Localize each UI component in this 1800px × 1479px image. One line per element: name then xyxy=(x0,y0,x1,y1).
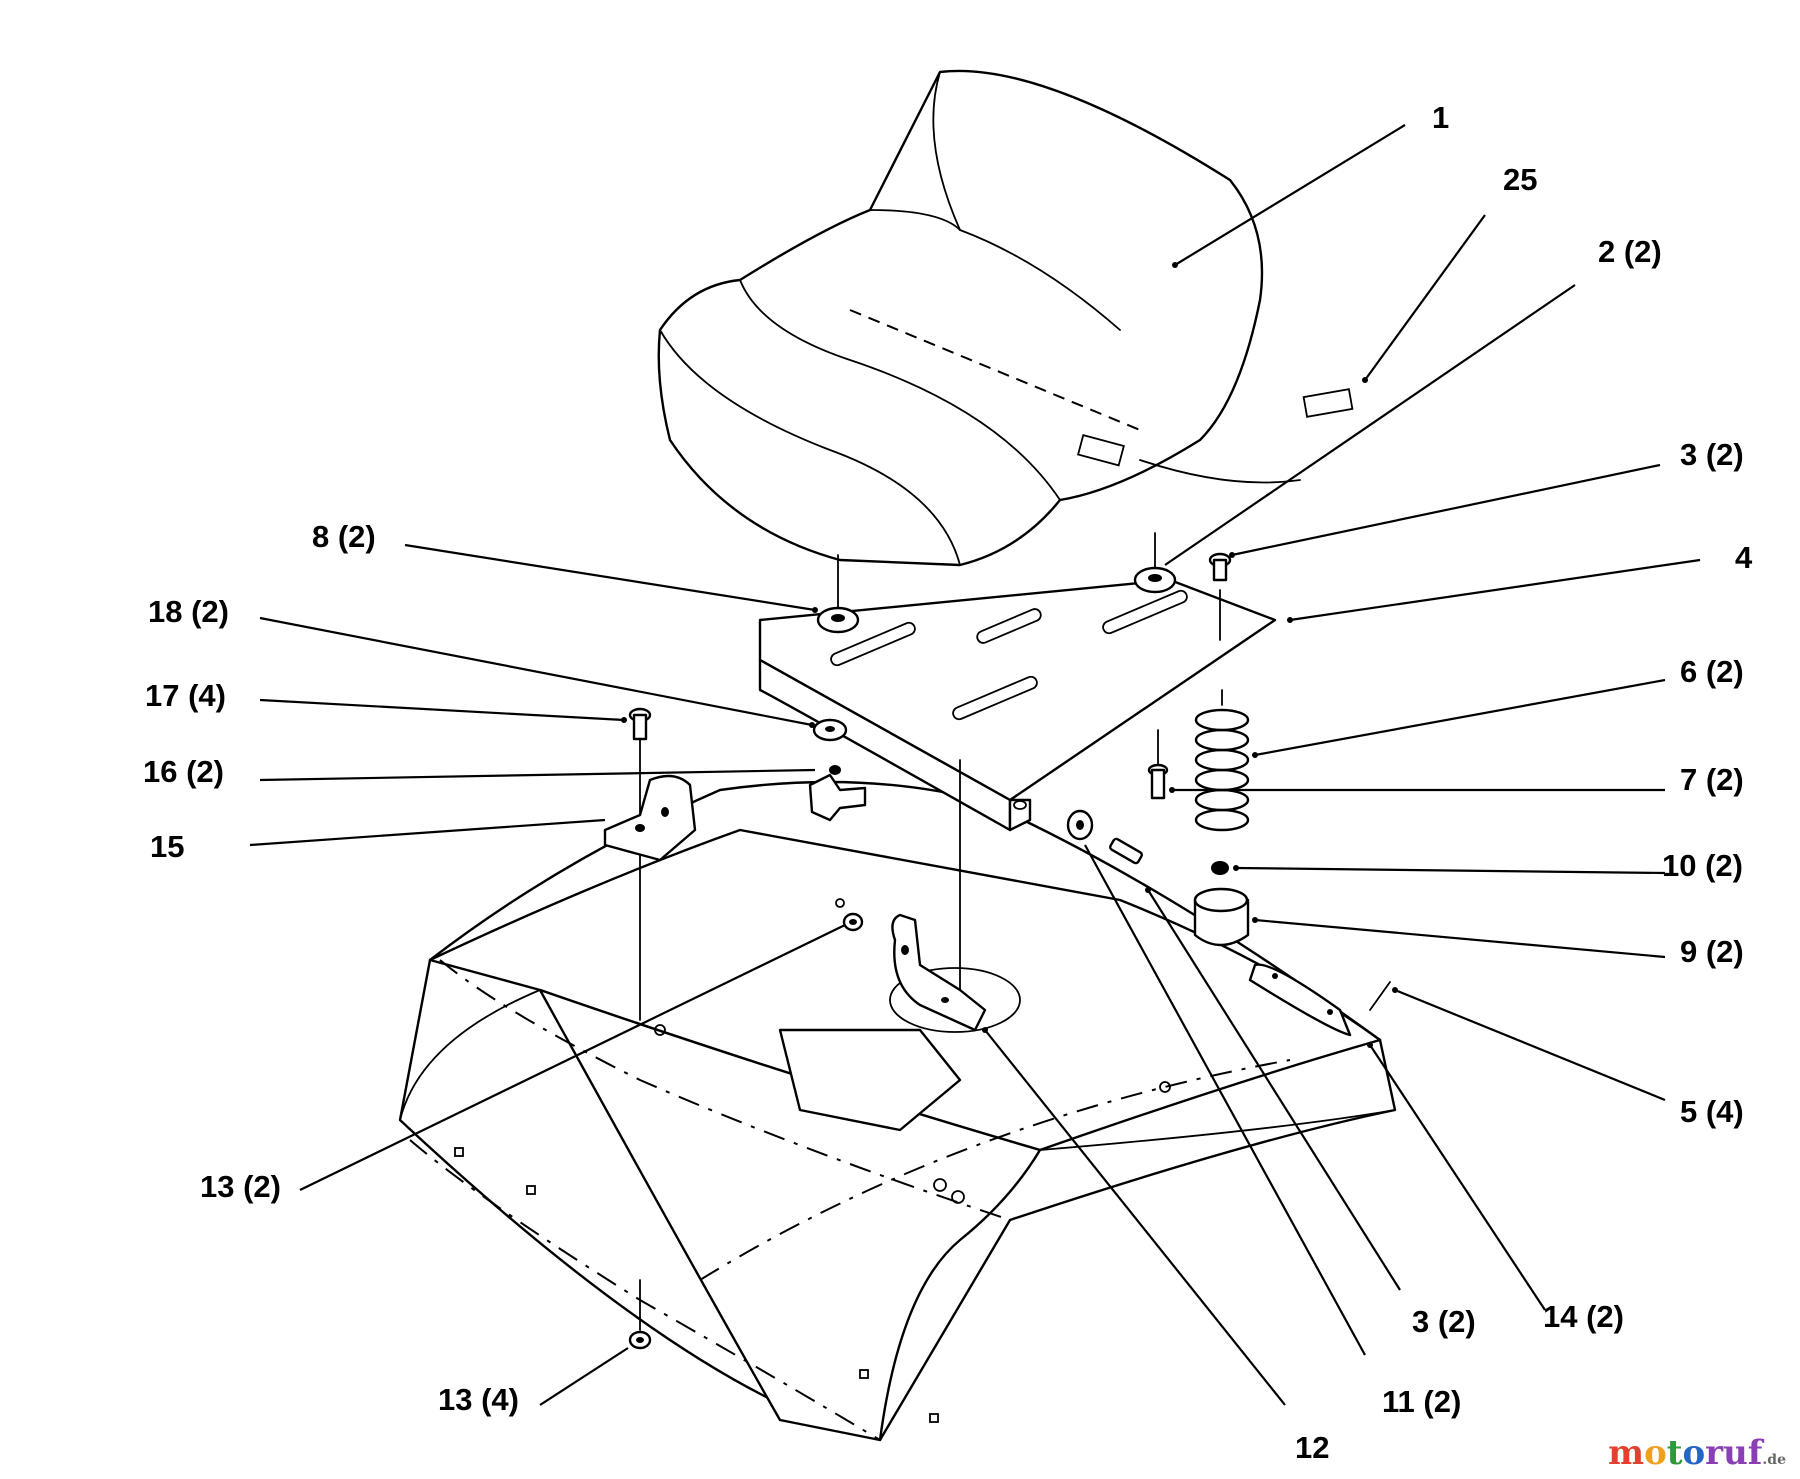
washer-part-11 xyxy=(1066,809,1094,841)
nut-part-13-lower xyxy=(628,1279,652,1350)
label-part-7: 7 (2) xyxy=(1680,762,1744,797)
label-part-3-upper: 3 (2) xyxy=(1680,437,1744,472)
bumper-part-9 xyxy=(1193,887,1250,947)
nut-part-10 xyxy=(1211,861,1229,875)
label-part-1: 1 xyxy=(1432,100,1449,135)
label-part-17: 17 (4) xyxy=(145,678,226,713)
label-part-2: 2 (2) xyxy=(1598,234,1662,269)
knob-part-16 xyxy=(808,765,867,822)
leader-11 xyxy=(1084,844,1366,1356)
leader-25 xyxy=(1364,214,1486,381)
callout-labels: 1 25 2 (2) 3 (2) 4 6 (2) 7 (2) 10 (2) 9 … xyxy=(143,100,1753,1465)
pin-part-5 xyxy=(1369,981,1391,1011)
label-part-18: 18 (2) xyxy=(148,594,229,629)
washer-part-18 xyxy=(812,718,848,742)
leader-16 xyxy=(259,768,816,782)
bracket-part-14 xyxy=(1248,963,1352,1037)
leader-8 xyxy=(404,543,816,612)
seat xyxy=(657,69,1354,567)
label-part-9: 9 (2) xyxy=(1680,934,1744,969)
bolt-part-3-lower xyxy=(1109,837,1143,865)
leader-18 xyxy=(259,616,813,727)
leader-15 xyxy=(249,818,606,847)
label-part-8: 8 (2) xyxy=(312,519,376,554)
fender-pan xyxy=(398,780,1397,1442)
label-part-13-lower: 13 (4) xyxy=(438,1382,519,1417)
leader-1 xyxy=(1174,124,1406,266)
leader-6 xyxy=(1254,678,1666,757)
leader-2 xyxy=(1164,284,1576,566)
leader-13b xyxy=(539,1347,629,1406)
label-part-5: 5 (4) xyxy=(1680,1094,1744,1129)
leader-12 xyxy=(984,1029,1286,1406)
bolt-part-3-top xyxy=(1208,552,1232,582)
bracket-part-12 xyxy=(891,913,987,1032)
leader-10 xyxy=(1235,866,1666,875)
label-part-15: 15 xyxy=(150,829,184,864)
leader-4 xyxy=(1289,558,1701,622)
bracket-part-15 xyxy=(603,774,697,862)
leader-14 xyxy=(1369,1044,1546,1311)
seat-plate xyxy=(639,532,1277,1021)
label-part-4: 4 xyxy=(1735,540,1753,575)
label-part-13-upper: 13 (2) xyxy=(200,1169,281,1204)
label-part-12: 12 xyxy=(1295,1430,1329,1465)
motoruf-watermark: motoruf.de xyxy=(1608,1433,1786,1473)
bolt-part-17 xyxy=(628,707,652,741)
leader-17 xyxy=(259,698,625,722)
label-part-11: 11 (2) xyxy=(1382,1384,1461,1419)
label-part-25: 25 xyxy=(1503,162,1537,197)
nut-part-13-upper xyxy=(842,912,864,932)
bolt-part-7 xyxy=(1147,729,1169,800)
leader-5 xyxy=(1394,988,1666,1102)
leader-lines xyxy=(249,124,1701,1406)
leader-13a xyxy=(299,924,846,1191)
label-part-16: 16 (2) xyxy=(143,754,224,789)
leader-3b xyxy=(1147,889,1401,1291)
washer-part-2 xyxy=(1133,566,1177,594)
spring xyxy=(1194,689,1250,832)
label-part-3-lower: 3 (2) xyxy=(1412,1304,1476,1339)
leader-3a xyxy=(1231,463,1661,557)
label-part-10: 10 (2) xyxy=(1662,848,1743,883)
label-part-6: 6 (2) xyxy=(1680,654,1744,689)
washer-part-8 xyxy=(816,606,860,634)
label-part-14: 14 (2) xyxy=(1543,1299,1624,1334)
leader-9 xyxy=(1254,918,1666,959)
